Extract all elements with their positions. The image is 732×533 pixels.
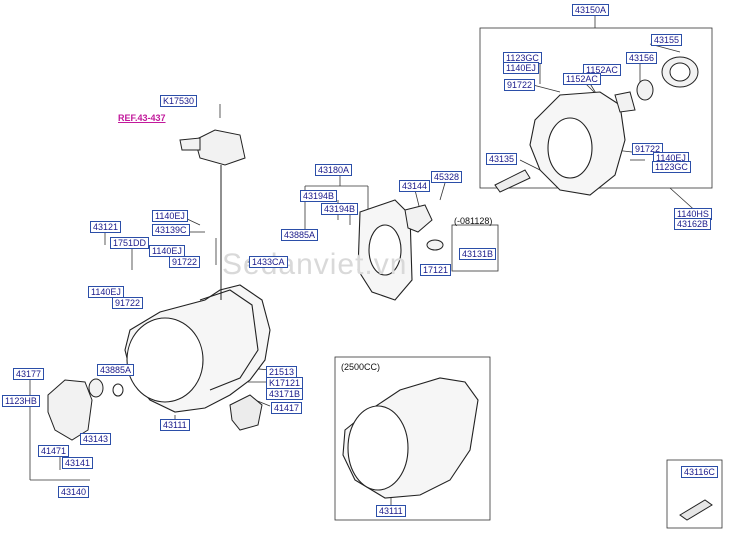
part-label-1140ej[interactable]: 1140EJ: [88, 286, 124, 298]
part-label-91722[interactable]: 91722: [169, 256, 201, 268]
part-label-43180a[interactable]: 43180A: [315, 164, 353, 176]
flange-part: [404, 204, 444, 251]
inset-date-frame: [451, 224, 499, 272]
ref-43-437-link[interactable]: REF.43-437: [118, 113, 166, 123]
part-label-43144[interactable]: 43144: [399, 180, 431, 192]
part-label-43177[interactable]: 43177: [13, 368, 45, 380]
part-label-k17530[interactable]: K17530: [160, 95, 198, 107]
inset-43116c-frame: [666, 459, 723, 529]
adapter-housing: [357, 199, 413, 301]
part-label-43143[interactable]: 43143: [80, 433, 112, 445]
part-label-43135[interactable]: 43135: [486, 153, 518, 165]
part-label-43121[interactable]: 43121: [90, 221, 122, 233]
part-label-1140ej[interactable]: 1140EJ: [503, 62, 539, 74]
part-label-43150a[interactable]: 43150A: [572, 4, 610, 16]
main-transmission-housing: [124, 284, 271, 413]
part-label-43194b[interactable]: 43194B: [300, 190, 338, 202]
part-label-43140[interactable]: 43140: [58, 486, 90, 498]
part-label-43162b[interactable]: 43162B: [674, 218, 712, 230]
part-label-43131b[interactable]: 43131B: [459, 248, 497, 260]
part-label-1123hb[interactable]: 1123HB: [2, 395, 40, 407]
part-label-43194b[interactable]: 43194B: [321, 203, 359, 215]
part-label-41471[interactable]: 41471: [38, 445, 70, 457]
part-label-1140ej[interactable]: 1140EJ: [149, 245, 185, 257]
part-label-43885a[interactable]: 43885A: [97, 364, 135, 376]
inset-2500cc-frame: [334, 356, 491, 521]
front-cover: [47, 378, 104, 441]
housing-2500cc: [342, 377, 479, 499]
valve-assembly: [179, 129, 246, 300]
part-label-43141[interactable]: 43141: [62, 457, 94, 469]
fork-part: [494, 169, 531, 193]
part-label-1433ca[interactable]: 1433CA: [249, 256, 288, 268]
part-label-43155[interactable]: 43155: [651, 34, 683, 46]
part-label-43111[interactable]: 43111: [376, 505, 406, 517]
part-label-1123gc[interactable]: 1123GC: [652, 161, 691, 173]
shift-cover: [229, 394, 263, 431]
release-bearing: [614, 56, 699, 113]
clutch-housing: [529, 91, 626, 196]
part-label-91722[interactable]: 91722: [112, 297, 144, 309]
part-label-43156[interactable]: 43156: [626, 52, 658, 64]
part-label-43116c[interactable]: 43116C: [681, 466, 718, 478]
sealant-tube: [679, 499, 713, 521]
part-label-1152ac[interactable]: 1152AC: [563, 73, 601, 85]
part-label-43111[interactable]: 43111: [160, 419, 190, 431]
part-label-17121[interactable]: 17121: [420, 264, 452, 276]
part-label-43171b[interactable]: 43171B: [266, 388, 304, 400]
part-label-45328[interactable]: 45328: [431, 171, 463, 183]
part-label-91722[interactable]: 91722: [504, 79, 536, 91]
part-label-43885a[interactable]: 43885A: [281, 229, 319, 241]
date-note-label: (-081128): [454, 216, 493, 226]
part-label-1140ej[interactable]: 1140EJ: [152, 210, 188, 222]
variant-2500cc-label: (2500CC): [341, 362, 381, 372]
part-label-41417[interactable]: 41417: [271, 402, 303, 414]
part-label-43139c[interactable]: 43139C: [152, 224, 190, 236]
part-label-1751dd[interactable]: 1751DD: [110, 237, 150, 249]
